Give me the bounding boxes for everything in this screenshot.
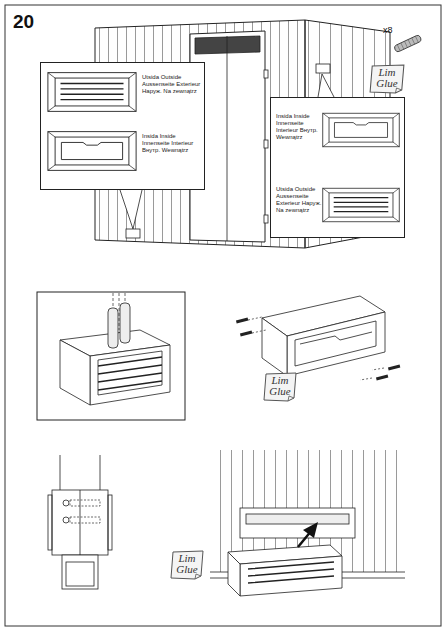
side-label: Insida Inside Innenseite Interieur Внутр… [276, 113, 324, 141]
glue-tag: Lim Glue [262, 372, 298, 402]
side-label: Insida Inside Innenseite Interieur Внутр… [142, 133, 202, 154]
callout-panel: Insida Inside Innenseite Interieur Внутр… [270, 97, 405, 238]
glue-text: Lim Glue [268, 375, 292, 397]
step-number: 20 [13, 11, 34, 33]
glue-tag: Lim Glue [368, 64, 406, 94]
quantity: x8 [383, 25, 393, 35]
side-label: Utsida Outside Aussenseite Exterieur Нар… [276, 186, 324, 214]
glue-text: Lim Glue [175, 553, 199, 575]
side-label: Utsida Outside Aussenseite Exterieur Нар… [142, 74, 202, 95]
glue-text: Lim Glue [375, 67, 399, 89]
glue-tag: Lim Glue [169, 550, 205, 580]
callout-panel: Utsida Outside Aussenseite Exterieur Нар… [40, 62, 205, 190]
